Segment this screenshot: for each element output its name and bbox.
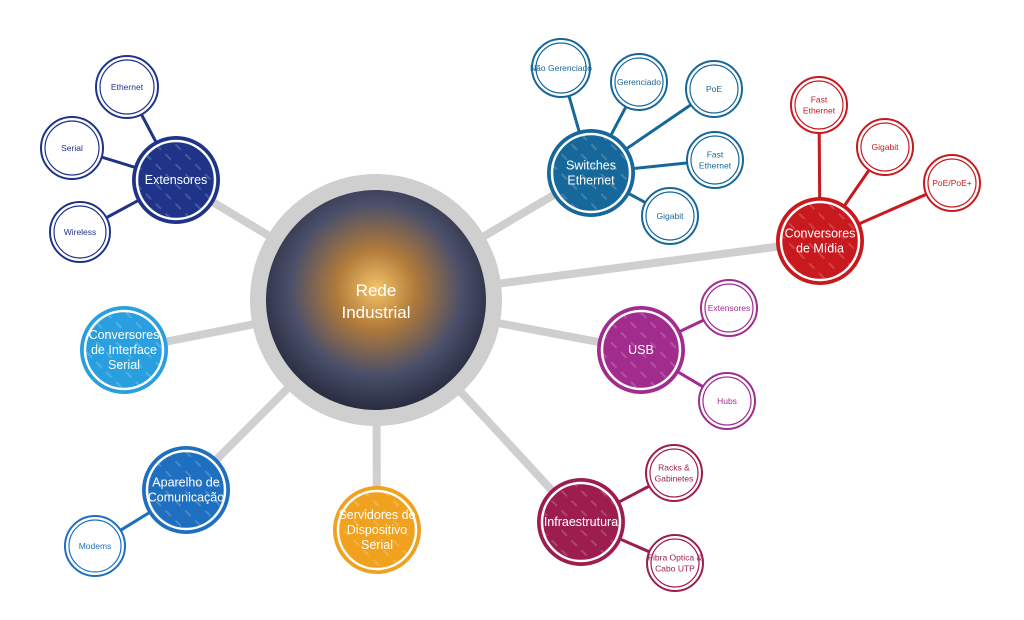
main-node-label: Switches <box>566 159 616 173</box>
subnode-label: Cabo UTP <box>655 564 695 574</box>
subnode-extensores-1[interactable]: Serial <box>40 116 104 180</box>
main-node-label: Ethernet <box>567 174 615 188</box>
subnode-label: Extensores <box>708 303 751 313</box>
subnode-aparelho-de-comunicacao-0[interactable]: Modems <box>64 515 126 577</box>
subnode-label: Ethernet <box>111 82 144 92</box>
subnode-usb-0[interactable]: Extensores <box>700 279 758 337</box>
node-switches-ethernet: Não GerenciadoGerenciadoPoEFastEthernetG… <box>530 38 744 245</box>
main-node-label: Extensores <box>145 173 208 187</box>
subnode-label: Serial <box>61 143 83 153</box>
main-node-label: de Mídia <box>796 242 844 256</box>
subnode-extensores-2[interactable]: Wireless <box>49 201 111 263</box>
center-node[interactable]: Rede Industrial <box>250 174 502 426</box>
subnode-label: Fast <box>811 95 828 105</box>
center-label-line-1: Rede <box>356 281 397 300</box>
subnode-switches-ethernet-0[interactable]: Não Gerenciado <box>530 38 592 98</box>
subnode-label: Modems <box>79 541 112 551</box>
subnode-infraestrutura-1[interactable]: Fibra Optica &Cabo UTP <box>646 534 704 592</box>
subnode-conversores-de-midia-1[interactable]: Gigabit <box>856 118 914 176</box>
subnode-label: Hubs <box>717 396 737 406</box>
subnode-infraestrutura-0[interactable]: Racks &Gabinetes <box>645 444 703 502</box>
main-node-label: Servidores de <box>338 508 415 522</box>
subnode-switches-ethernet-1[interactable]: Gerenciado <box>610 53 668 111</box>
main-node-label: Dispositivo <box>347 523 407 537</box>
main-node-usb[interactable]: USB <box>597 306 685 394</box>
subnode-label: Não Gerenciado <box>530 63 592 73</box>
subnode-switches-ethernet-2[interactable]: PoE <box>685 60 743 118</box>
subnode-conversores-de-midia-2[interactable]: PoE/PoE+ <box>923 154 981 212</box>
subnode-extensores-0[interactable]: Ethernet <box>95 55 159 119</box>
main-node-extensores[interactable]: Extensores <box>132 136 220 224</box>
main-node-infraestrutura[interactable]: Infraestrutura <box>537 478 625 566</box>
subnode-label: Fibra Optica & <box>648 553 703 563</box>
subnode-label: Wireless <box>64 227 97 237</box>
subnode-label: Racks & <box>658 463 690 473</box>
main-node-label: Conversores <box>785 227 856 241</box>
subnode-label: Gabinetes <box>655 474 694 484</box>
main-node-label: USB <box>628 343 654 357</box>
main-node-label: Infraestrutura <box>544 515 618 529</box>
main-node-label: Serial <box>361 538 393 552</box>
subnode-label: PoE <box>706 84 722 94</box>
subnode-label: PoE/PoE+ <box>932 178 971 188</box>
industrial-robot-photo <box>266 190 486 410</box>
center-label-line-2: Industrial <box>342 303 411 322</box>
subnode-usb-1[interactable]: Hubs <box>698 372 756 430</box>
main-node-label: de Interface <box>91 343 157 357</box>
subnode-switches-ethernet-4[interactable]: Gigabit <box>641 187 699 245</box>
main-node-label: Comunicação <box>148 491 224 505</box>
main-node-label: Aparelho de <box>152 476 219 490</box>
subnode-label: Gerenciado <box>617 77 661 87</box>
main-node-label: Serial <box>108 358 140 372</box>
subnode-label: Fast <box>707 150 724 160</box>
subnode-label: Gigabit <box>657 211 685 221</box>
subnode-label: Gigabit <box>872 142 900 152</box>
subnode-label: Ethernet <box>699 161 732 171</box>
main-node-label: Conversores <box>89 328 160 342</box>
subnode-label: Ethernet <box>803 106 836 116</box>
